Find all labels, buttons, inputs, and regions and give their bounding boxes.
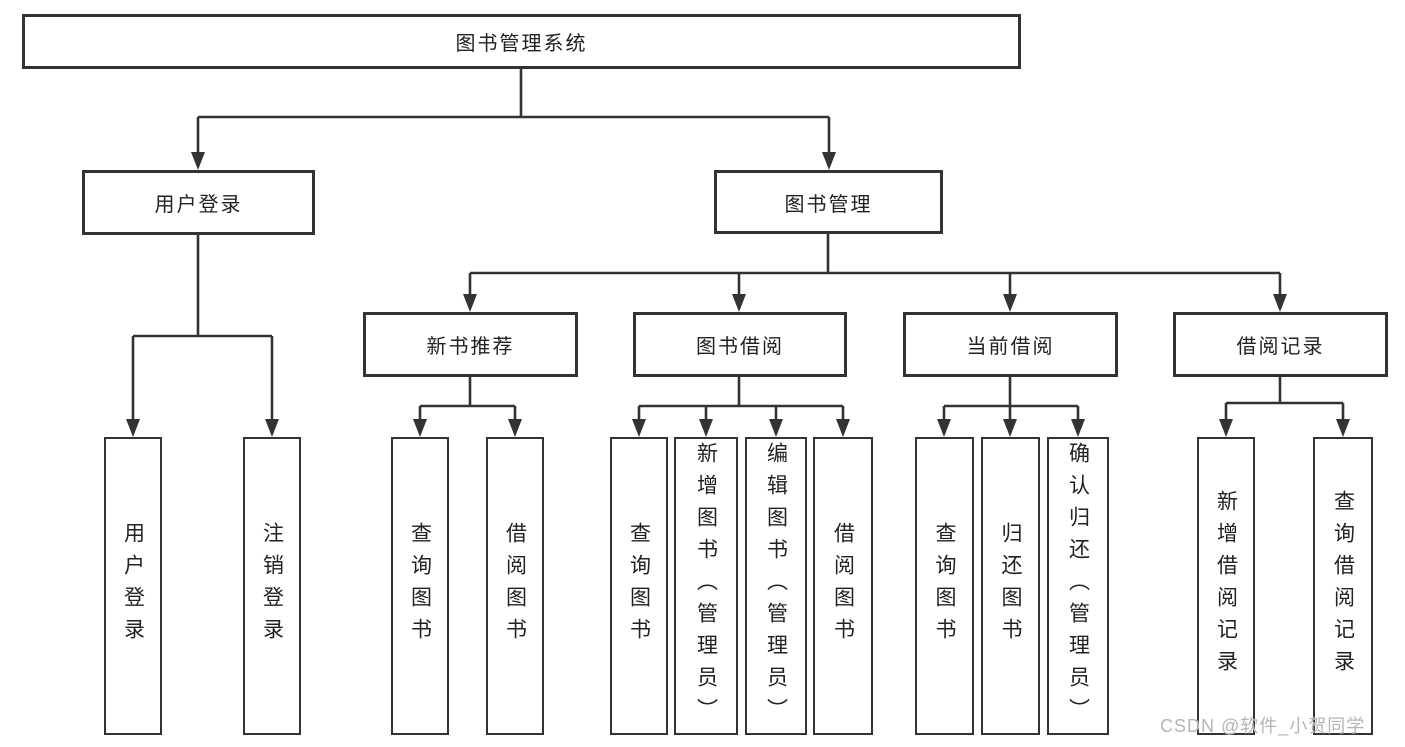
- leaf-bb-edit-books-admin: 编辑图书（管理员）: [745, 437, 807, 735]
- leaf-bb-query-books: 查询图书: [610, 437, 668, 735]
- leaf-bb-edit-books-admin-label: 编辑图书（管理员）: [764, 442, 788, 730]
- csdn-watermark: CSDN @软件_小贺同学: [1160, 716, 1366, 736]
- connector-user-login-to-children: [131, 235, 274, 420]
- node-user-login-branch: 用户登录: [82, 170, 315, 235]
- leaf-bb-borrow-books: 借阅图书: [813, 437, 873, 735]
- node-borrowing-records: 借阅记录: [1173, 312, 1388, 377]
- leaf-nbr-borrow-books-label: 借阅图书: [503, 522, 527, 650]
- leaf-br-add-record: 新增借阅记录: [1197, 437, 1255, 735]
- leaf-user-login-label: 用户登录: [121, 522, 145, 650]
- leaf-cb-confirm-return-admin-label: 确认归还（管理员）: [1066, 442, 1090, 730]
- leaf-cb-return-books-label: 归还图书: [999, 522, 1022, 650]
- leaf-br-query-record-label: 查询借阅记录: [1331, 490, 1355, 682]
- leaf-logout: 注销登录: [243, 437, 301, 735]
- node-book-borrowing: 图书借阅: [633, 312, 847, 377]
- node-current-borrowing-label: 当前借阅: [966, 336, 1055, 358]
- node-system-root-label: 图书管理系统: [455, 33, 588, 55]
- connector-book-mgmt-to-modules: [468, 234, 1282, 295]
- connector-new-book-rec-to-children: [418, 377, 517, 420]
- node-borrowing-records-label: 借阅记录: [1236, 336, 1325, 358]
- node-new-book-recommend-label: 新书推荐: [426, 336, 515, 358]
- leaf-user-login: 用户登录: [104, 437, 162, 735]
- node-book-management-branch-label: 图书管理: [784, 193, 873, 216]
- leaf-br-add-record-label: 新增借阅记录: [1214, 490, 1238, 682]
- leaf-cb-confirm-return-admin: 确认归还（管理员）: [1047, 437, 1109, 735]
- leaf-cb-query-books-label: 查询图书: [933, 522, 956, 650]
- leaf-nbr-borrow-books: 借阅图书: [486, 437, 544, 735]
- connector-borrow-records-to-children: [1224, 377, 1345, 420]
- leaf-cb-return-books: 归还图书: [981, 437, 1040, 735]
- node-system-root: 图书管理系统: [22, 14, 1021, 69]
- leaf-nbr-query-books-label: 查询图书: [408, 522, 432, 650]
- leaf-bb-borrow-books-label: 借阅图书: [831, 522, 855, 650]
- leaf-cb-query-books: 查询图书: [915, 437, 974, 735]
- node-book-management-branch: 图书管理: [714, 170, 943, 234]
- leaf-br-query-record: 查询借阅记录: [1313, 437, 1373, 735]
- node-current-borrowing: 当前借阅: [903, 312, 1118, 377]
- node-new-book-recommend: 新书推荐: [363, 312, 578, 377]
- leaf-nbr-query-books: 查询图书: [391, 437, 449, 735]
- connector-book-borrow-to-children: [637, 377, 845, 420]
- node-book-borrowing-label: 图书借阅: [696, 336, 784, 358]
- leaf-bb-query-books-label: 查询图书: [627, 522, 651, 650]
- connector-root-to-level1: [196, 69, 831, 153]
- node-user-login-branch-label: 用户登录: [154, 194, 243, 216]
- leaf-logout-label: 注销登录: [260, 522, 284, 650]
- leaf-bb-add-books-admin: 新增图书（管理员）: [674, 437, 738, 735]
- leaf-bb-add-books-admin-label: 新增图书（管理员）: [694, 442, 718, 730]
- connector-current-borrow-to-children: [942, 377, 1080, 420]
